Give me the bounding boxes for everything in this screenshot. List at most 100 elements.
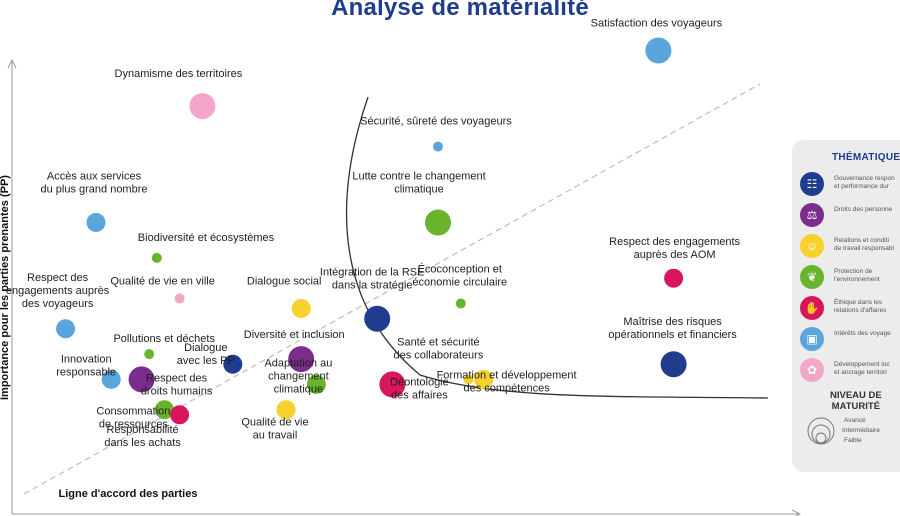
data-point <box>170 405 190 425</box>
legend-item-label: Gouvernance respon et performance dur <box>834 175 895 190</box>
bus-icon: ▣ <box>800 327 824 351</box>
legend-item: ⚖Droits des personne <box>800 203 900 233</box>
data-point <box>56 319 76 339</box>
data-point <box>151 252 162 263</box>
flower-icon: ✿ <box>800 358 824 382</box>
y-axis-arrow <box>7 58 17 69</box>
data-label-line: Sécurité, sûreté des voyageurs <box>360 116 512 128</box>
maturity-circles-icon <box>807 417 835 445</box>
legend-item-label: Éthique dans les relations d'affaires <box>834 299 887 314</box>
data-point <box>645 37 672 64</box>
leaf-icon: ❦ <box>800 265 824 289</box>
data-point <box>306 374 326 394</box>
data-point <box>154 400 174 420</box>
data-label-line: des collaborateurs <box>393 349 483 361</box>
legend-item: ☺ Relations et conditi de travail respons… <box>800 234 900 264</box>
legend-item-label: Développement loc et ancrage territori <box>834 361 890 376</box>
data-label-line: Qualité de vie en ville <box>110 275 215 287</box>
data-label-line: des voyageurs <box>22 298 94 310</box>
legend-item: ✿ Développement loc et ancrage territori <box>800 358 900 388</box>
data-label-line: auprès des AOM <box>634 249 716 261</box>
data-label-line: Écoconception et <box>418 263 502 276</box>
legend-item-label: Intérêts des voyage <box>834 330 891 337</box>
data-point <box>660 351 687 378</box>
people-icon: ☺ <box>800 234 824 258</box>
data-label-line: Innovation <box>61 353 112 365</box>
maturity-level-label: Avancé <box>844 417 866 424</box>
data-label-line: opérationnels et financiers <box>608 329 737 341</box>
data-label-line: des compétences <box>463 382 550 394</box>
data-label-line: Responsabilité <box>107 424 179 436</box>
data-label-line: Biodiversité et écosystèmes <box>138 232 275 244</box>
data-label-line: au travail <box>253 430 298 442</box>
data-label-line: Pollutions et déchets <box>113 333 215 345</box>
legend-item: ▣ Intérêts des voyage <box>800 327 900 357</box>
data-label-line: dans les achats <box>104 437 181 449</box>
data-point <box>463 374 474 385</box>
scales-icon: ⚖ <box>800 203 824 227</box>
data-point <box>425 209 451 236</box>
data-point <box>291 299 311 318</box>
handshake-icon: ✋ <box>800 296 824 320</box>
data-label-line: responsable <box>56 366 116 378</box>
data-point <box>433 141 443 152</box>
data-point <box>101 369 121 389</box>
data-label-line: Dialogue social <box>247 276 322 288</box>
data-label-line: Satisfaction des voyageurs <box>591 18 723 30</box>
materiality-threshold-curve <box>345 96 769 399</box>
maturity-level-label: Faible <box>844 437 862 444</box>
x-axis-arrow <box>791 509 802 516</box>
data-label-line: dans la stratégie <box>332 280 413 292</box>
legend-panel: THÉMATIQUES ☷Gouvernance respon et perfo… <box>792 140 900 472</box>
data-label-line: Maîtrise des risques <box>623 316 722 328</box>
data-point <box>86 213 106 232</box>
data-label-line: droits humains <box>141 385 213 397</box>
maturity-level-label: Intermédiaire <box>842 427 880 434</box>
data-label-line: Respect des <box>146 372 208 384</box>
data-label-line: des affaires <box>391 389 448 401</box>
data-point <box>379 371 406 398</box>
data-label-line: Consommation <box>96 406 170 418</box>
data-label-line: Accès aux services <box>47 171 142 183</box>
data-label: Dynamisme des territoires <box>115 68 243 80</box>
data-label-line: Respect des engagements <box>609 236 740 248</box>
data-label: Pollutions et déchets <box>113 333 215 345</box>
data-label-line: Intégration de la RSE <box>320 267 425 279</box>
data-label-line: avec les PP <box>177 355 235 367</box>
data-label-line: climatique <box>394 184 444 196</box>
data-point <box>144 349 155 360</box>
legend-item-label: Relations et conditi de travail responsa… <box>834 237 894 252</box>
data-label: Satisfaction des voyageurs <box>591 18 723 30</box>
data-label-line: engagements auprès <box>6 285 110 297</box>
data-point <box>128 366 155 393</box>
data-point <box>276 400 296 420</box>
data-points <box>56 37 687 425</box>
data-label-line: changement <box>268 370 329 382</box>
data-point <box>364 305 391 332</box>
axes: Importance pour les parties prenantes (P… <box>0 58 802 516</box>
data-label-line: économie circulaire <box>412 277 507 289</box>
agreement-line <box>23 83 761 495</box>
legend-item-label: Protection de l'environnement <box>834 268 880 283</box>
data-point <box>174 293 185 304</box>
legend-item: ❦ Protection de l'environnement <box>800 265 900 295</box>
org-chart-icon: ☷ <box>800 172 824 196</box>
data-label-line: climatique <box>274 383 324 395</box>
data-point <box>223 354 243 374</box>
data-label-line: Dynamisme des territoires <box>115 68 243 80</box>
agreement-line-label: Ligne d'accord des parties <box>59 488 198 500</box>
